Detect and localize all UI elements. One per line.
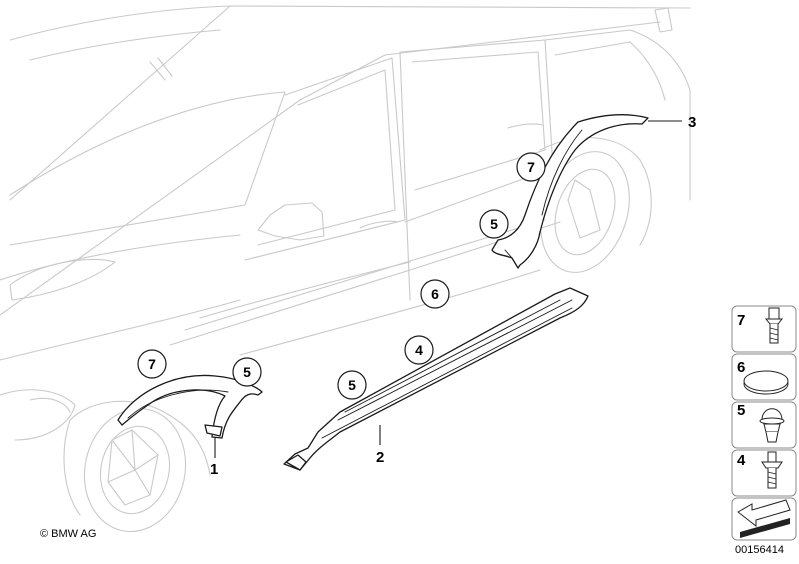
nav-arrow-button[interactable]	[731, 497, 797, 541]
callout-5-rear[interactable]: 5	[479, 209, 509, 239]
callout-5-sill[interactable]: 5	[337, 370, 367, 400]
callout-7-front[interactable]: 7	[137, 349, 167, 379]
callout-6[interactable]: 6	[420, 279, 450, 309]
copyright-text: © BMW AG	[40, 528, 96, 540]
arrow-icon	[737, 499, 791, 538]
legend-item-5[interactable]: 5	[731, 401, 797, 449]
part-number-2[interactable]: 2	[376, 449, 384, 466]
part-number-1[interactable]: 1	[210, 461, 218, 478]
diagram-id: 00156414	[735, 544, 784, 556]
screw-clip-icon	[761, 451, 783, 489]
callout-5-front[interactable]: 5	[232, 357, 262, 387]
callout-label: 4	[415, 342, 423, 358]
front-wheel-arch-trim	[117, 374, 263, 439]
callout-4[interactable]: 4	[404, 335, 434, 365]
callout-label: 5	[490, 216, 498, 232]
part-number-3[interactable]: 3	[688, 114, 696, 131]
side-sill-cover	[283, 287, 589, 471]
legend-label: 4	[737, 452, 746, 469]
callout-7-rear[interactable]: 7	[516, 152, 546, 182]
legend-item-7[interactable]: 7	[731, 305, 797, 353]
callout-label: 7	[148, 356, 156, 372]
legend-label: 5	[737, 402, 745, 419]
rear-wheel-arch-trim	[491, 114, 649, 269]
callout-label: 5	[348, 377, 356, 393]
clip-icon	[764, 307, 784, 344]
callout-label: 7	[527, 159, 535, 175]
expanding-rivet-icon	[759, 408, 785, 443]
car-outline	[0, 5, 691, 533]
legend-label: 7	[737, 312, 745, 329]
legend-label: 6	[737, 359, 745, 376]
callout-label: 5	[243, 364, 251, 380]
legend-item-6[interactable]: 6	[731, 353, 797, 401]
round-plug-icon	[743, 370, 789, 395]
callout-label: 6	[431, 286, 439, 302]
legend-item-4[interactable]: 4	[731, 449, 797, 497]
